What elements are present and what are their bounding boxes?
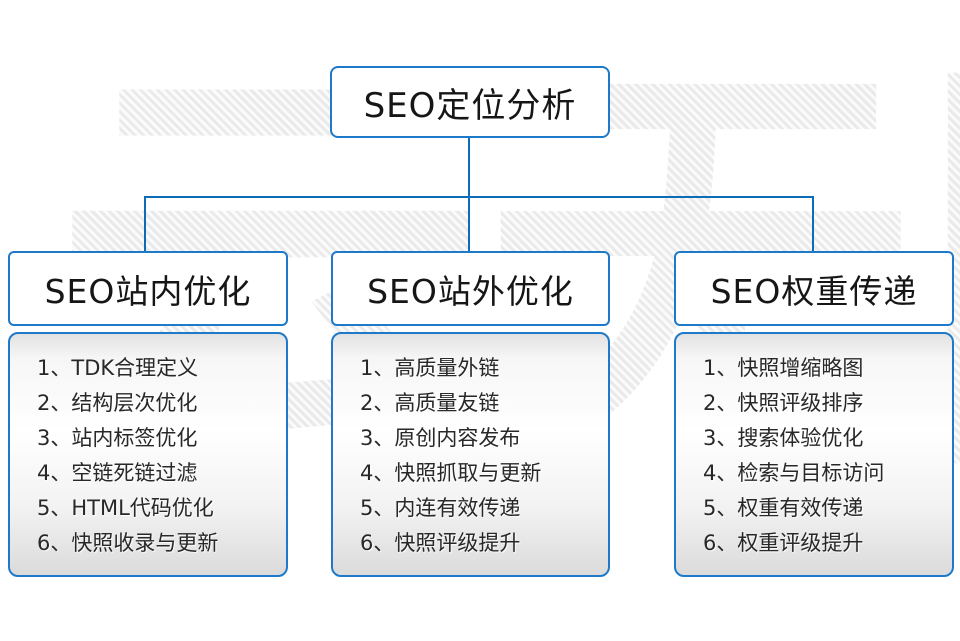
column-weight-list: 1、快照增缩略图 2、快照评级排序 3、搜索体验优化 4、检索与目标访问 5、权… — [674, 332, 954, 577]
column-onsite-list: 1、TDK合理定义 2、结构层次优化 3、站内标签优化 4、空链死链过滤 5、H… — [8, 332, 288, 577]
root-node: SEO定位分析 — [330, 66, 610, 138]
list-item: 3、原创内容发布 — [360, 426, 521, 450]
column-onsite-header: SEO站内优化 — [8, 251, 288, 326]
connector-horizontal-bus — [144, 196, 814, 198]
list-item: 3、搜索体验优化 — [703, 426, 864, 450]
list-item: 6、快照收录与更新 — [37, 531, 219, 555]
connector-drop-left — [144, 197, 146, 252]
list-item: 6、权重评级提升 — [703, 531, 864, 555]
column-offsite-list: 1、高质量外链 2、高质量友链 3、原创内容发布 4、快照抓取与更新 5、内连有… — [331, 332, 610, 577]
column-offsite: SEO站外优化 1、高质量外链 2、高质量友链 3、原创内容发布 4、快照抓取与… — [331, 251, 610, 577]
list-item: 2、结构层次优化 — [37, 391, 198, 415]
column-offsite-header: SEO站外优化 — [331, 251, 610, 326]
connector-drop-center — [468, 197, 470, 252]
list-item: 1、快照增缩略图 — [703, 356, 864, 380]
list-item: 2、快照评级排序 — [703, 391, 864, 415]
list-item: 5、HTML代码优化 — [37, 496, 214, 520]
column-weight-header: SEO权重传递 — [674, 251, 954, 326]
list-item: 4、检索与目标访问 — [703, 461, 885, 485]
list-item: 1、高质量外链 — [360, 356, 500, 380]
list-item: 2、高质量友链 — [360, 391, 500, 415]
root-node-title: SEO定位分析 — [363, 85, 577, 126]
column-offsite-title: SEO站外优化 — [367, 271, 574, 311]
list-item: 6、快照评级提升 — [360, 531, 521, 555]
column-weight-title: SEO权重传递 — [710, 271, 918, 311]
column-onsite-title: SEO站内优化 — [44, 271, 252, 311]
column-onsite: SEO站内优化 1、TDK合理定义 2、结构层次优化 3、站内标签优化 4、空链… — [8, 251, 288, 577]
list-item: 3、站内标签优化 — [37, 426, 198, 450]
list-item: 4、快照抓取与更新 — [360, 461, 542, 485]
connector-drop-right — [812, 197, 814, 252]
connector-root-vertical — [468, 138, 470, 197]
column-weight: SEO权重传递 1、快照增缩略图 2、快照评级排序 3、搜索体验优化 4、检索与… — [674, 251, 954, 577]
list-item: 5、内连有效传递 — [360, 496, 521, 520]
list-item: 1、TDK合理定义 — [37, 356, 199, 380]
list-item: 5、权重有效传递 — [703, 496, 864, 520]
list-item: 4、空链死链过滤 — [37, 461, 198, 485]
